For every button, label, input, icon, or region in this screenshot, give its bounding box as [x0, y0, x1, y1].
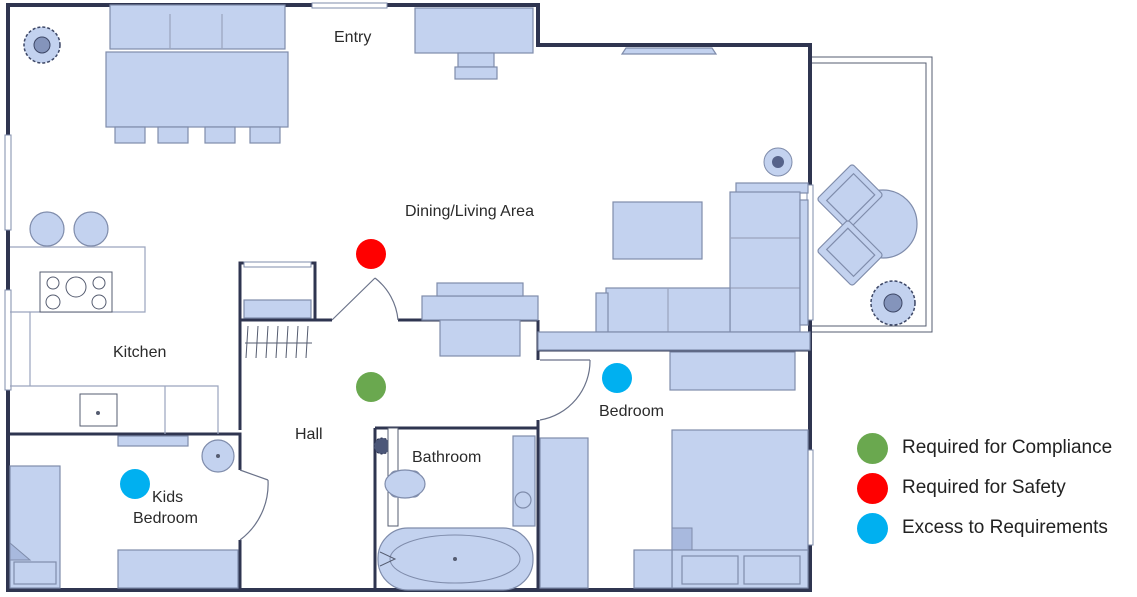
room-label-bedroom: Bedroom — [599, 403, 664, 420]
plant-icon — [763, 147, 793, 177]
marker-compliance-hall — [356, 372, 386, 402]
room-label-dining: Dining/Living Area — [405, 203, 534, 220]
marker-safety-dining — [356, 239, 386, 269]
entry-furniture — [105, 4, 534, 144]
kids-bedroom-furniture — [9, 435, 239, 589]
marker-excess-bedroom — [602, 363, 632, 393]
legend: Required for Compliance Required for Saf… — [857, 428, 1112, 548]
legend-label-compliance: Required for Compliance — [902, 437, 1113, 458]
kitchen-furniture — [10, 211, 219, 434]
room-label-entry: Entry — [334, 29, 371, 46]
living-furniture — [421, 182, 811, 357]
marker-excess-kids-bedroom — [120, 469, 150, 499]
plant-icon — [870, 280, 916, 326]
doors — [239, 277, 591, 541]
room-label-kids-line1: Kids — [152, 489, 183, 506]
legend-dot-excess — [857, 512, 888, 544]
legend-item-safety: Required for Safety — [857, 468, 1112, 508]
legend-dot-safety — [857, 472, 888, 504]
bedroom-furniture — [539, 351, 809, 589]
room-label-kitchen: Kitchen — [113, 344, 166, 361]
legend-label-excess: Excess to Requirements — [902, 517, 1108, 538]
closet — [243, 261, 312, 359]
room-label-hall: Hall — [295, 426, 323, 443]
plant-icon — [23, 26, 61, 64]
legend-item-excess: Excess to Requirements — [857, 508, 1112, 548]
room-label-kids-line2: Bedroom — [133, 510, 198, 527]
legend-dot-compliance — [857, 432, 888, 464]
balcony — [810, 56, 933, 333]
balcony-furniture — [817, 164, 918, 286]
legend-item-compliance: Required for Compliance — [857, 428, 1112, 468]
room-label-bathroom: Bathroom — [412, 449, 481, 466]
bathroom-fixtures — [377, 427, 536, 591]
legend-label-safety: Required for Safety — [902, 477, 1066, 498]
